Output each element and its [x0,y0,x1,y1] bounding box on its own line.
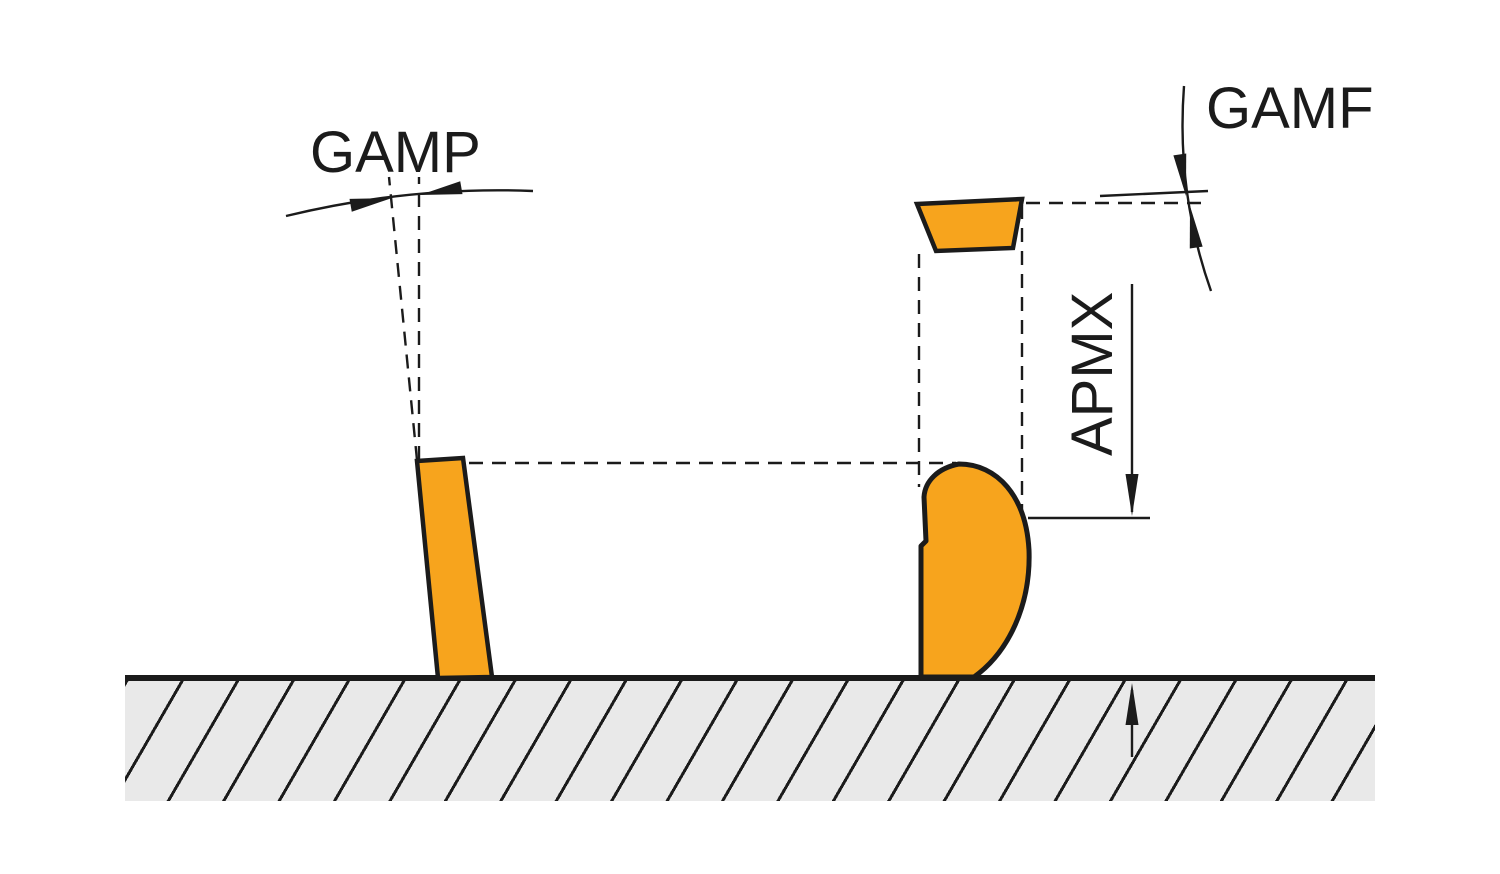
apmx-up-arrowhead-icon [1125,683,1139,725]
gamp-left-arrowhead-icon [349,198,392,212]
apmx-down-arrowhead-icon [1125,474,1139,516]
right-insert-front-view-shape [918,461,1032,680]
gamp-insert-axis-dashed-line [387,176,419,461]
gamf-upper-arrowhead-icon [1173,153,1187,196]
gamf-edge-extension-line [1099,189,1209,198]
gamp-right-arrowhead-icon [420,181,463,195]
gamf-angle-arc [1181,85,1213,292]
gamf-lower-arrowhead-icon [1189,206,1203,249]
gamp-angle-arc [285,189,534,218]
gamp-label: GAMP [310,120,481,185]
apmx-label: APMX [1060,292,1125,456]
workpiece-hatched-surface [125,675,1375,801]
right-insert-top-view-shape [913,196,1025,254]
gamf-label: GAMF [1206,76,1374,141]
left-insert-side-view-shape [414,455,495,681]
